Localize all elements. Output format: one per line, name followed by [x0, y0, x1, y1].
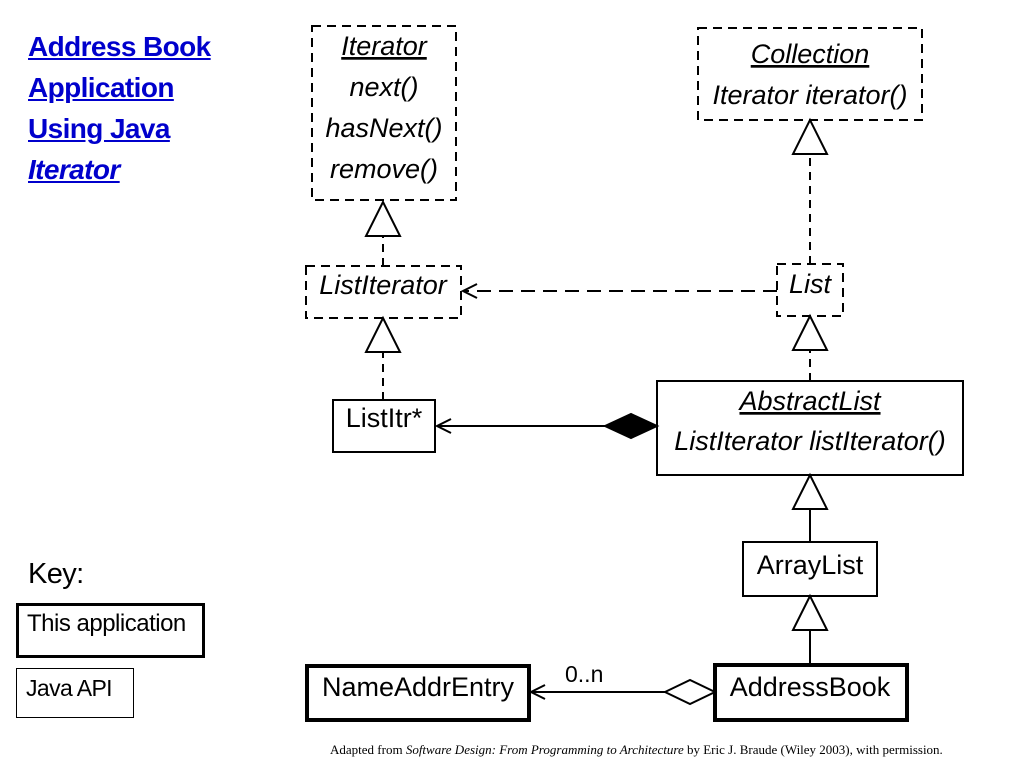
slide-title: Address Book Application Using Java Iter…: [28, 26, 211, 190]
iterator-name: Iterator: [341, 31, 428, 61]
multiplicity-label: 0..n: [565, 661, 603, 687]
abstract-list-composes-list-itr: [434, 412, 660, 440]
uml-class-diagram: Iterator next() hasNext() remove() Colle…: [305, 25, 964, 722]
list-name: List: [789, 269, 833, 299]
credit-prefix: Adapted from: [330, 742, 406, 757]
array-list-class: ArrayList: [742, 541, 878, 597]
collection-interface: Collection Iterator iterator(): [697, 27, 923, 121]
list-iterator-interface: ListIterator: [305, 265, 462, 319]
name-addr-entry-class: NameAddrEntry: [305, 664, 531, 722]
address-book-aggregates-name-addr-entry: 0..n: [528, 661, 718, 706]
list-itr-implements-list-iterator: [364, 315, 402, 400]
address-book-class: AddressBook: [713, 663, 909, 722]
iterator-method: next(): [349, 72, 418, 102]
iterator-method: hasNext(): [325, 113, 442, 143]
list-itr-class: ListItr*: [332, 399, 436, 453]
list-itr-name: ListItr*: [346, 403, 423, 433]
credit-suffix: by Eric J. Braude (Wiley 2003), with per…: [683, 742, 943, 757]
abstract-list-implements-list: [791, 313, 829, 381]
list-uses-list-iterator: [460, 283, 777, 299]
iterator-interface: Iterator next() hasNext() remove(): [311, 25, 457, 201]
title-line-2: Application: [28, 72, 174, 103]
array-list-name: ArrayList: [757, 550, 864, 580]
title-line-1: Address Book: [28, 31, 211, 62]
collection-method: Iterator iterator(): [712, 80, 907, 110]
list-iterator-name: ListIterator: [319, 270, 448, 300]
abstract-list-class: AbstractList ListIterator listIterator(): [656, 380, 964, 476]
key-title: Key:: [28, 558, 84, 590]
list-iterator-extends-iterator: [364, 199, 402, 266]
list-extends-collection: [791, 117, 829, 264]
title-line-4: Iterator: [28, 154, 120, 185]
title-line-3: Using Java: [28, 113, 170, 144]
name-addr-entry-name: NameAddrEntry: [322, 672, 515, 702]
iterator-method: remove(): [330, 154, 438, 184]
abstract-list-method: ListIterator listIterator(): [674, 426, 946, 456]
address-book-extends-array-list: [791, 593, 829, 665]
collection-name: Collection: [751, 39, 870, 69]
abstract-list-name: AbstractList: [737, 386, 882, 416]
credit-line: Adapted from Software Design: From Progr…: [330, 742, 943, 758]
list-interface: List: [776, 263, 844, 317]
key-this-application: This application: [16, 603, 205, 658]
credit-book-title: Software Design: From Programming to Arc…: [405, 742, 684, 757]
array-list-extends-abstract-list: [791, 472, 829, 542]
key-java-api: Java API: [16, 668, 134, 718]
address-book-name: AddressBook: [730, 672, 891, 702]
